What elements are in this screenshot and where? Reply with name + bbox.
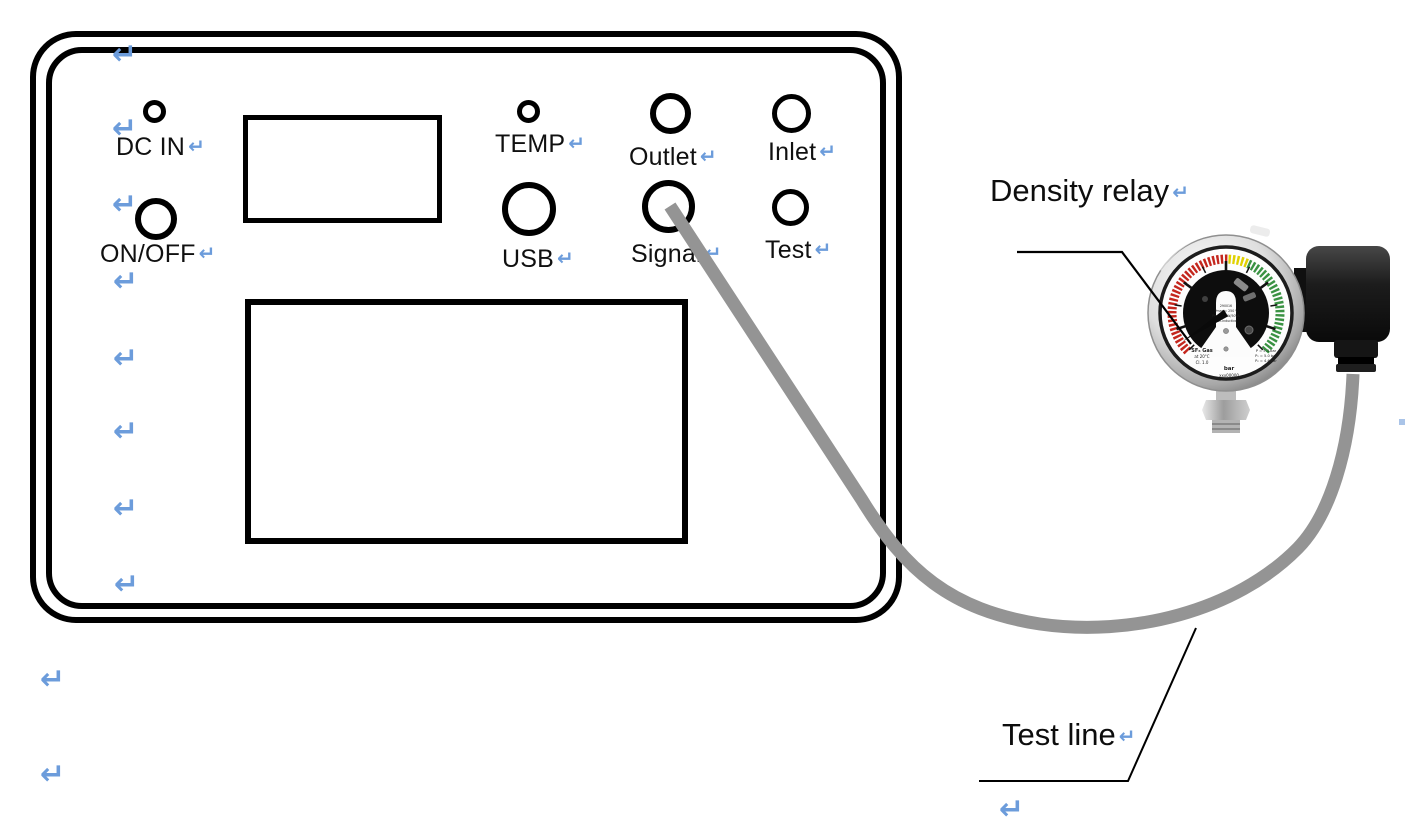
gas-type-label: SF₆ Gas bbox=[1191, 348, 1212, 354]
paragraph-mark: ↵ bbox=[814, 237, 832, 261]
dial-rating-line: non-inductive bbox=[1215, 319, 1237, 323]
setpoint-line: P₂ = 4.6 bar bbox=[1255, 359, 1277, 363]
paragraph-mark: ↵ bbox=[1172, 180, 1189, 204]
paragraph-mark: ↵ bbox=[112, 187, 138, 222]
mechanism-screw bbox=[1202, 296, 1208, 302]
dial-left-line: Cl. 1.0 bbox=[1196, 360, 1209, 365]
serial-label: xxx00000 bbox=[1219, 373, 1239, 378]
panel-inner-border bbox=[46, 47, 886, 609]
paragraph-mark: ↵ bbox=[568, 131, 586, 155]
temp-label: TEMP↵ bbox=[495, 130, 586, 158]
dial-text: 290016 Pmax = 250 V Pmax 20 W/50VA non-i… bbox=[1191, 304, 1277, 378]
contact-part bbox=[1233, 278, 1249, 292]
green-zone-band bbox=[1246, 259, 1285, 355]
paragraph-mark: ↵ bbox=[113, 414, 139, 449]
dial-screw bbox=[1223, 346, 1229, 352]
dc-in-label: DC IN↵ bbox=[116, 133, 206, 161]
usb-port bbox=[502, 182, 556, 236]
paragraph-mark: ↵ bbox=[112, 111, 138, 146]
din-connector bbox=[1306, 246, 1390, 342]
density-relay-annotation-text: Density relay bbox=[990, 173, 1170, 208]
connector-neck bbox=[1334, 340, 1378, 358]
dial-label-area bbox=[1195, 291, 1257, 357]
mechanism-screw bbox=[1244, 325, 1254, 335]
bezel-notch bbox=[1249, 225, 1271, 237]
gauge-needle bbox=[1183, 309, 1228, 341]
paragraph-mark: ↵ bbox=[40, 662, 66, 697]
paragraph-mark: ↵ bbox=[198, 241, 216, 265]
small-display-screen bbox=[243, 115, 442, 223]
test-port bbox=[772, 189, 809, 226]
cable-gland-rib bbox=[1338, 357, 1374, 364]
dial-rating-line: 290016 bbox=[1220, 304, 1232, 308]
outlet-label-text: Outlet bbox=[629, 143, 697, 171]
cable-gland bbox=[1336, 364, 1376, 372]
usb-label: USB↵ bbox=[502, 245, 574, 273]
density-relay-annotation: Density relay↵ bbox=[990, 173, 1189, 208]
inlet-port bbox=[772, 94, 811, 133]
density-relay-gauge: 0 2 4 6 8 290016 Pmax = 250 V Pmax 20 W/… bbox=[1147, 225, 1390, 433]
outlet-port bbox=[650, 93, 691, 134]
yellow-zone-band bbox=[1228, 254, 1251, 268]
paragraph-mark: ↵ bbox=[113, 491, 139, 526]
paragraph-mark: ↵ bbox=[1118, 724, 1136, 748]
test-line-cable bbox=[664, 202, 1360, 634]
on-off-label: ON/OFF↵ bbox=[100, 240, 216, 268]
dial-screw bbox=[1223, 328, 1229, 334]
test-line-annotation: Test line↵ bbox=[1002, 717, 1136, 752]
clipped-paragraph-mark bbox=[1399, 419, 1405, 425]
temp-label-text: TEMP bbox=[495, 130, 566, 158]
usb-label-text: USB bbox=[502, 245, 555, 273]
test-label: Test↵ bbox=[765, 236, 832, 264]
test-line-annotation-text: Test line bbox=[1002, 717, 1116, 752]
unit-label: bar bbox=[1224, 366, 1235, 372]
dc-in-led bbox=[143, 100, 166, 123]
on-off-button bbox=[135, 198, 177, 240]
test-label-text: Test bbox=[765, 236, 812, 264]
inlet-label-text: Inlet bbox=[768, 138, 817, 166]
main-display-screen bbox=[245, 299, 688, 544]
paragraph-mark: ↵ bbox=[113, 341, 139, 376]
paragraph-mark: ↵ bbox=[819, 139, 837, 163]
threaded-fitting bbox=[1212, 420, 1240, 433]
setpoint-line: P₁ = 5.0 bar bbox=[1255, 354, 1277, 358]
contact-part bbox=[1242, 292, 1257, 302]
outlet-label: Outlet↵ bbox=[629, 143, 717, 171]
inlet-label: Inlet↵ bbox=[768, 138, 837, 166]
paragraph-mark: ↵ bbox=[112, 37, 138, 72]
panel-outer-border bbox=[30, 31, 902, 623]
dial-left-line: at 20°C bbox=[1194, 354, 1209, 359]
dc-in-label-text: DC IN bbox=[116, 133, 186, 161]
temp-led bbox=[517, 100, 540, 123]
hex-fitting bbox=[1202, 400, 1250, 420]
paragraph-mark: ↵ bbox=[113, 264, 139, 299]
paragraph-mark: ↵ bbox=[40, 757, 66, 792]
on-off-label-text: ON/OFF bbox=[100, 240, 196, 268]
paragraph-mark: ↵ bbox=[114, 567, 140, 602]
paragraph-mark: ↵ bbox=[188, 134, 206, 158]
paragraph-mark: ↵ bbox=[557, 246, 574, 270]
paragraph-mark: ↵ bbox=[999, 792, 1025, 826]
setpoint-line: P = 5.3 bar bbox=[1256, 349, 1277, 353]
paragraph-mark: ↵ bbox=[699, 144, 717, 168]
dial-rating-line: Pmax = 250 V bbox=[1215, 309, 1239, 313]
